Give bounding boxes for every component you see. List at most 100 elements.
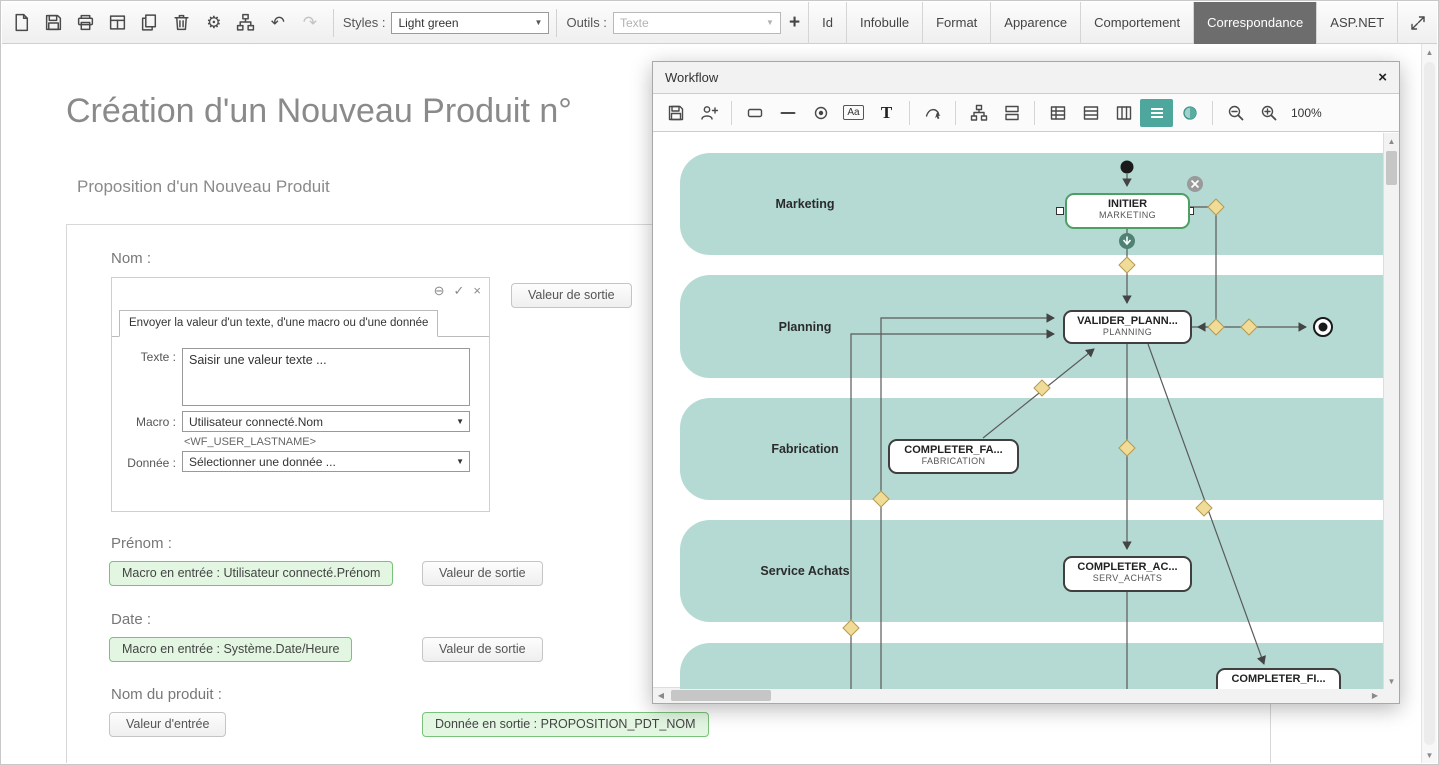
hierarchy-button[interactable] <box>230 6 262 40</box>
form-grid-button[interactable] <box>102 6 134 40</box>
lane-label: Service Achats <box>760 564 850 578</box>
prenom-valeur-sortie-button[interactable]: Valeur de sortie <box>422 561 543 586</box>
expand-window-button[interactable] <box>1398 2 1437 44</box>
zoom-out-button[interactable] <box>1219 99 1252 127</box>
node-initier[interactable]: INITIER MARKETING <box>1065 193 1190 229</box>
table-grid-button[interactable] <box>1041 99 1074 127</box>
tab-aspnet[interactable]: ASP.NET <box>1316 1 1399 44</box>
tab-infobulle[interactable]: Infobulle <box>845 1 922 44</box>
connector-tool-button[interactable] <box>916 99 949 127</box>
table-rows-button[interactable] <box>1074 99 1107 127</box>
collapse-icon[interactable]: ⊖ <box>433 283 445 298</box>
toolbar-separator <box>1212 100 1213 125</box>
node-completer-fi[interactable]: COMPLETER_FI... <box>1216 668 1341 689</box>
date-valeur-sortie-button[interactable]: Valeur de sortie <box>422 637 543 662</box>
form-grid-icon <box>110 15 126 30</box>
assign-user-button[interactable] <box>692 99 725 127</box>
chevron-down-icon: ▼ <box>456 457 464 466</box>
copy-button[interactable] <box>134 6 166 40</box>
texte-input[interactable]: Saisir une valeur texte ... <box>182 348 470 406</box>
close-icon[interactable]: × <box>473 283 481 298</box>
lane-marketing[interactable]: Marketing <box>680 153 1383 255</box>
macro-select-value: Utilisateur connecté.Nom <box>189 414 324 429</box>
tab-apparence[interactable]: Apparence <box>990 1 1080 44</box>
save-icon <box>46 14 62 31</box>
tab-comportement[interactable]: Comportement <box>1080 1 1193 44</box>
text-tool-button[interactable]: T <box>870 99 903 127</box>
scroll-down-icon[interactable]: ▼ <box>1387 676 1396 686</box>
lane-fabrication[interactable]: Fabrication <box>680 398 1383 500</box>
label-tool-button[interactable]: Aa <box>837 99 870 127</box>
redo-button[interactable]: ↷ <box>294 6 326 40</box>
styles-label: Styles : <box>342 15 386 30</box>
list-view-button[interactable] <box>1140 98 1173 127</box>
print-icon <box>78 14 94 31</box>
new-document-button[interactable] <box>6 6 38 40</box>
orgchart-button[interactable] <box>962 99 995 127</box>
end-node <box>1313 317 1333 337</box>
rectangle-tool-button[interactable] <box>738 99 771 127</box>
print-button[interactable] <box>70 6 102 40</box>
rectangle-icon <box>747 108 762 117</box>
lane-service-achats[interactable]: Service Achats <box>680 520 1383 622</box>
save-icon <box>668 105 683 120</box>
add-tool-button[interactable]: + <box>788 11 801 33</box>
workflow-title-bar[interactable]: Workflow × <box>653 62 1399 94</box>
macro-select[interactable]: Utilisateur connecté.Nom ▼ <box>182 411 470 432</box>
produit-donnee-badge[interactable]: Donnée en sortie : PROPOSITION_PDT_NOM <box>422 712 709 737</box>
scrollbar-thumb[interactable] <box>1386 151 1397 185</box>
undo-icon: ↶ <box>270 12 285 32</box>
date-macro-badge[interactable]: Macro en entrée : Système.Date/Heure <box>109 637 353 662</box>
macro-token: <WF_USER_LASTNAME> <box>184 436 317 448</box>
workflow-vertical-scrollbar[interactable]: ▲ ▼ <box>1383 133 1399 689</box>
add-user-icon <box>700 105 718 120</box>
table-columns-icon <box>1116 105 1131 120</box>
produit-valeur-entree-button[interactable]: Valeur d'entrée <box>109 712 227 737</box>
toolbar-separator <box>556 8 558 37</box>
nom-valeur-sortie-button[interactable]: Valeur de sortie <box>511 283 632 308</box>
main-vertical-scrollbar[interactable]: ▲ ▼ <box>1421 44 1437 763</box>
table-rows-icon <box>1083 105 1098 120</box>
donnee-select[interactable]: Sélectionner une donnée ... ▼ <box>182 451 470 472</box>
lane-label: Marketing <box>775 197 835 211</box>
layers-button[interactable] <box>995 99 1028 127</box>
outils-select[interactable]: Texte ▼ <box>612 11 781 34</box>
line-tool-button[interactable] <box>771 99 804 127</box>
scroll-right-icon[interactable]: ▶ <box>1371 691 1379 700</box>
prenom-macro-badge[interactable]: Macro en entrée : Utilisateur connecté.P… <box>109 561 394 586</box>
scroll-left-icon[interactable]: ◀ <box>657 691 665 700</box>
trash-icon <box>174 14 189 31</box>
workflow-horizontal-scrollbar[interactable]: ◀ ▶ <box>653 687 1383 703</box>
node-title: INITIER <box>1107 198 1148 210</box>
scrollbar-thumb[interactable] <box>1424 62 1435 745</box>
delete-button[interactable] <box>166 6 198 40</box>
workflow-save-button[interactable] <box>659 99 692 127</box>
tab-correspondance[interactable]: Correspondance <box>1193 1 1317 44</box>
settings-button[interactable]: ⚙ <box>198 6 230 40</box>
confirm-icon[interactable]: ✓ <box>453 283 465 298</box>
undo-button[interactable]: ↶ <box>262 6 294 40</box>
close-window-icon[interactable]: × <box>1378 69 1387 86</box>
zoom-in-button[interactable] <box>1252 99 1285 127</box>
scroll-up-icon[interactable]: ▲ <box>1425 47 1434 57</box>
node-completer-achats[interactable]: COMPLETER_AC... SERV_ACHATS <box>1063 556 1192 592</box>
scroll-up-icon[interactable]: ▲ <box>1387 136 1396 146</box>
table-columns-button[interactable] <box>1107 99 1140 127</box>
label-aa-icon: Aa <box>843 105 864 120</box>
tab-id[interactable]: Id <box>808 1 846 44</box>
save-button[interactable] <box>38 6 70 40</box>
radio-tool-button[interactable] <box>804 99 837 127</box>
tab-format[interactable]: Format <box>922 1 990 44</box>
styles-select[interactable]: Light green ▼ <box>391 11 550 34</box>
editor-tab[interactable]: Envoyer la valeur d'un texte, d'une macr… <box>119 310 439 337</box>
scrollbar-thumb[interactable] <box>671 690 771 701</box>
ellipse-tool-button[interactable] <box>1173 99 1206 127</box>
node-completer-fabrication[interactable]: COMPLETER_FA... FABRICATION <box>888 439 1019 474</box>
scroll-down-icon[interactable]: ▼ <box>1425 750 1434 760</box>
section-title: Proposition d'un Nouveau Produit <box>77 177 330 196</box>
outils-label: Outils : <box>566 15 607 30</box>
hierarchy-icon <box>237 13 255 31</box>
node-valider-planning[interactable]: VALIDER_PLANN... PLANNING <box>1063 310 1192 344</box>
toolbar-separator <box>909 100 910 125</box>
